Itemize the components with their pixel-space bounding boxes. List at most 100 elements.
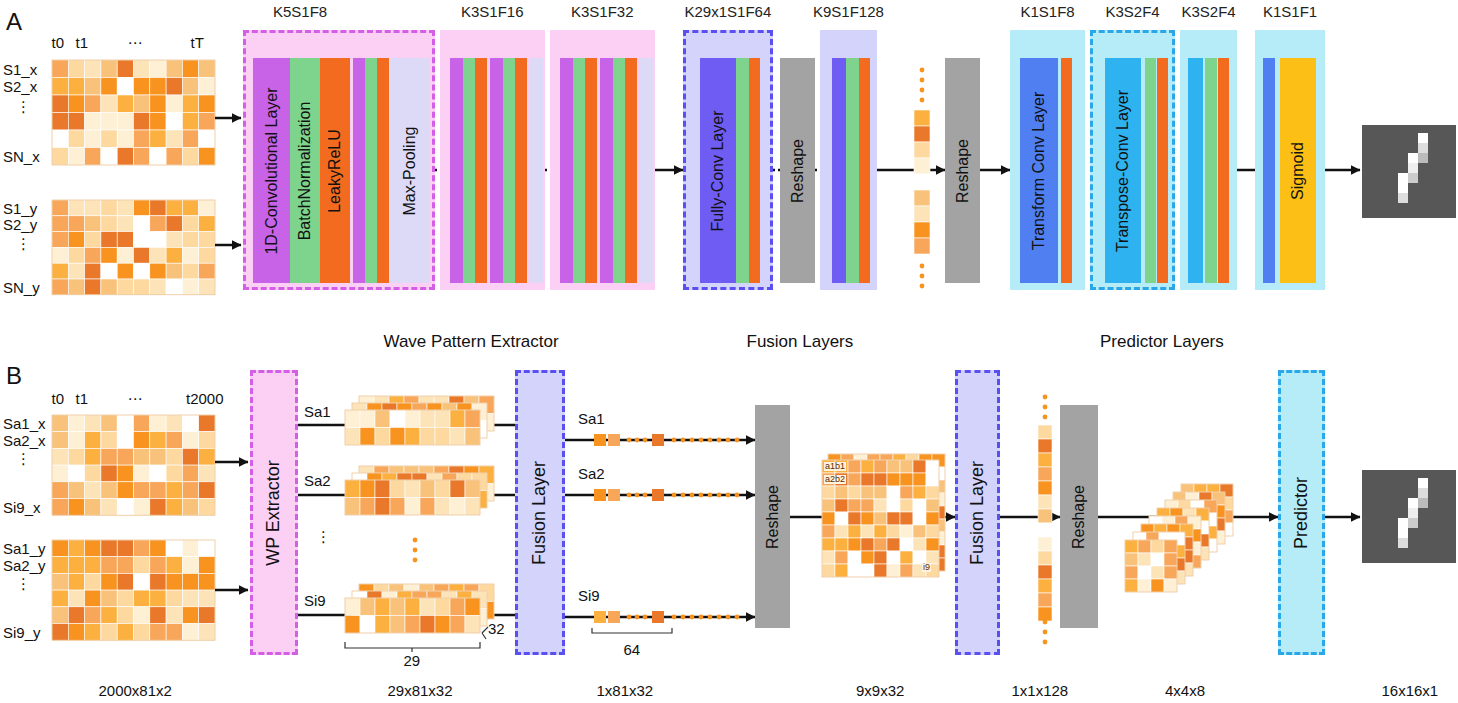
- annotation-label: ⋮: [16, 235, 31, 252]
- input-heatmap: [166, 573, 182, 590]
- layer-stripe: [585, 58, 597, 283]
- ellipsis-dot: [627, 493, 632, 498]
- ellipsis-dot: [672, 615, 677, 620]
- input-heatmap: [101, 130, 117, 148]
- fused-grid: [835, 499, 848, 512]
- annotation-label: ⋯: [128, 390, 143, 407]
- kernel-heading: K3S2F4: [1182, 3, 1236, 20]
- fused-grid: [913, 538, 926, 551]
- fused-grid: [887, 499, 900, 512]
- feature-map: [345, 598, 360, 616]
- input-heatmap: [150, 113, 166, 131]
- input-heatmap: [166, 482, 182, 499]
- fusion-box: Fusion Layer: [515, 370, 565, 655]
- input-heatmap: [101, 590, 117, 607]
- feature-map: [450, 598, 465, 616]
- annotation-label: tT: [191, 34, 204, 51]
- input-heatmap: [199, 130, 215, 148]
- layer-name: Reshape: [789, 138, 807, 202]
- fused-grid: [822, 551, 835, 564]
- ellipsis-dot: [708, 438, 713, 443]
- input-heatmap: [101, 95, 117, 113]
- input-heatmap: [101, 60, 117, 78]
- input-heatmap: [117, 448, 133, 465]
- input-heatmap: [68, 557, 84, 574]
- feature-map: [405, 598, 420, 616]
- input-heatmap: [199, 624, 215, 641]
- feature-map: [465, 480, 480, 498]
- output-pixel: [1398, 183, 1408, 193]
- input-heatmap: [134, 557, 150, 574]
- reshape-box: Reshape: [755, 405, 790, 628]
- input-heatmap: [85, 60, 101, 78]
- input-heatmap: [134, 216, 150, 232]
- transform-conv-strip: Transform Conv Layer: [1020, 58, 1058, 283]
- input-heatmap: [68, 448, 84, 465]
- input-heatmap: [199, 263, 215, 279]
- input-heatmap: [117, 279, 133, 295]
- output-pixel: [1418, 498, 1428, 508]
- input-heatmap: [182, 148, 198, 166]
- input-heatmap: [52, 263, 68, 279]
- fused-grid: [822, 538, 835, 551]
- kernel-heading: K29x1S1F64: [685, 3, 772, 20]
- input-heatmap: [68, 200, 84, 216]
- annotation-label: t1: [76, 390, 89, 407]
- input-heatmap: [52, 232, 68, 248]
- input-heatmap: [85, 590, 101, 607]
- annotation-label: S2_x: [3, 78, 37, 95]
- feature-map: [345, 410, 360, 428]
- input-heatmap: [52, 432, 68, 449]
- size-brace: [345, 642, 480, 652]
- connector-arrow: [773, 169, 780, 172]
- input-heatmap: [182, 415, 198, 432]
- conv-block: K3S1F16: [440, 30, 545, 290]
- input-heatmap: [85, 148, 101, 166]
- output-pixel: [1418, 488, 1428, 498]
- input-heatmap: [85, 232, 101, 248]
- ellipsis-dot: [920, 98, 925, 103]
- layer-stripe: [490, 58, 503, 283]
- extractor-box: WP Extractor: [250, 370, 298, 655]
- ellipsis-dot: [1043, 415, 1048, 420]
- input-heatmap: [182, 590, 198, 607]
- feature-map: [435, 428, 450, 446]
- annotation-label: t0: [52, 34, 65, 51]
- flow-arrow: [215, 244, 241, 247]
- input-heatmap: [134, 263, 150, 279]
- input-heatmap: [52, 216, 68, 232]
- fused-grid: [861, 564, 874, 577]
- input-heatmap: [199, 465, 215, 482]
- input-heatmap: [150, 415, 166, 432]
- annotation-label: ⋮: [16, 98, 31, 115]
- input-heatmap: [52, 247, 68, 263]
- input-heatmap: [199, 482, 215, 499]
- feature-cube: [1125, 566, 1138, 579]
- input-heatmap: [52, 448, 68, 465]
- input-heatmap: [134, 465, 150, 482]
- layer-name: Transpose-Conv Layer: [1114, 89, 1132, 251]
- input-heatmap: [166, 232, 182, 248]
- feature-map: [465, 616, 480, 634]
- input-heatmap: [52, 113, 68, 131]
- input-heatmap: [101, 263, 117, 279]
- panel-letter: B: [6, 362, 22, 390]
- input-heatmap: [117, 432, 133, 449]
- input-heatmap: [150, 607, 166, 624]
- input-heatmap: [182, 607, 198, 624]
- input-heatmap: [117, 148, 133, 166]
- ellipsis-dot: [726, 615, 731, 620]
- input-heatmap: [150, 95, 166, 113]
- input-heatmap: [117, 482, 133, 499]
- annotation-label: Si9_y: [3, 624, 41, 641]
- input-heatmap: [182, 499, 198, 516]
- input-heatmap: [117, 540, 133, 557]
- input-heatmap: [182, 78, 198, 96]
- annotation-label: 29x81x32: [388, 682, 453, 699]
- feature-cube: [1151, 540, 1164, 553]
- fused-grid: [822, 486, 835, 499]
- annotation-label: Sa1: [304, 403, 331, 420]
- input-heatmap: [166, 130, 182, 148]
- annotation-label: Si9_x: [3, 499, 41, 516]
- input-heatmap: [199, 200, 215, 216]
